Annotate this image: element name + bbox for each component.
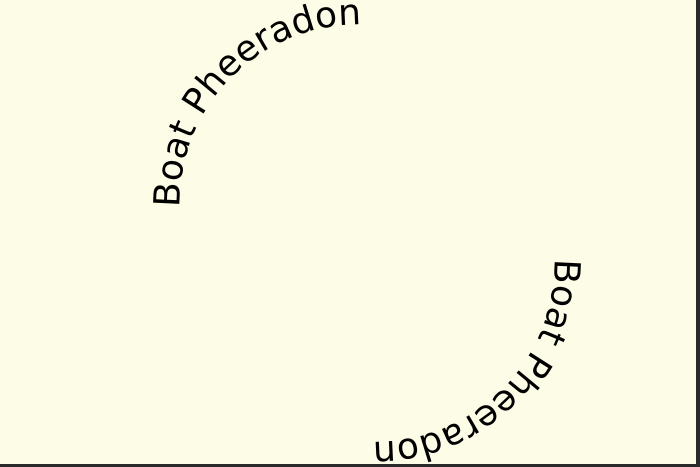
bottom-border (0, 464, 700, 467)
ring-text-upper: Boat Pheeradon (147, 0, 362, 208)
ring-text-upper-label: Boat Pheeradon (147, 0, 362, 208)
right-border (696, 0, 700, 467)
ring-text-lower: Boat Pheeradon (372, 258, 587, 467)
ring-text-lower-label: Boat Pheeradon (372, 258, 587, 467)
